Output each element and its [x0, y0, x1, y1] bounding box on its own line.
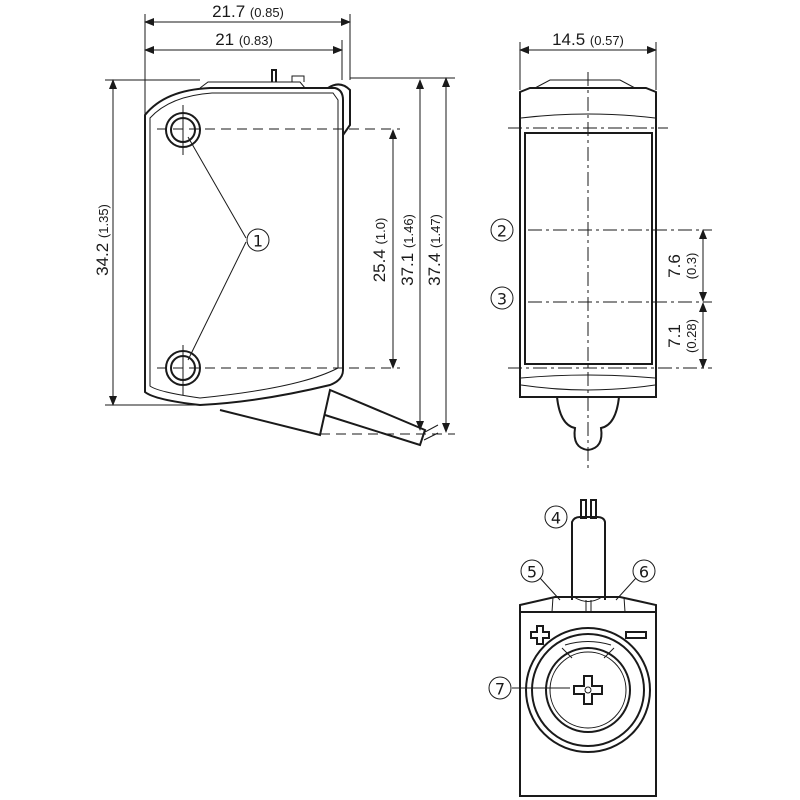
svg-text:21.7 (0.85): 21.7 (0.85) — [212, 2, 284, 21]
adjustment-knob — [525, 627, 651, 753]
svg-text:37.4 (1.47): 37.4 (1.47) — [425, 214, 444, 286]
svg-text:37.1 (1.46): 37.1 (1.46) — [398, 214, 417, 286]
minus-icon — [625, 631, 647, 639]
dim-hole-spacing: 25.4 (1.0) — [370, 129, 397, 369]
dim-width: 21 (0.83) — [144, 30, 343, 54]
callout-5: 5 — [520, 559, 544, 583]
dim-height: 34.2 (1.35) — [93, 79, 117, 406]
callout-3: 3 — [490, 286, 514, 310]
svg-text:4: 4 — [551, 509, 561, 528]
dim-height-cable: 37.1 (1.46) — [398, 79, 424, 431]
svg-text:5: 5 — [527, 563, 537, 582]
svg-text:6: 6 — [639, 563, 649, 582]
svg-text:3: 3 — [497, 290, 507, 309]
front-view: 14.5 (0.57) 2 3 7.6 (0.3) 7.1 (0.28) — [490, 30, 712, 468]
mounting-hole-top — [165, 105, 201, 155]
svg-text:(0.28): (0.28) — [684, 319, 699, 353]
svg-text:7: 7 — [495, 680, 505, 699]
callout-1: 1 — [246, 228, 270, 252]
dim-width-total: 21.7 (0.85) — [144, 2, 351, 26]
callout-6: 6 — [632, 559, 656, 583]
callout-2: 2 — [490, 218, 514, 242]
dim-front-width: 14.5 (0.57) — [519, 30, 657, 54]
svg-text:14.5 (0.57): 14.5 (0.57) — [552, 30, 624, 49]
callout-7: 7 — [488, 676, 512, 700]
svg-text:21 (0.83): 21 (0.83) — [215, 30, 273, 49]
svg-text:7.6: 7.6 — [665, 254, 684, 278]
rear-view: 4 5 6 7 — [488, 499, 657, 797]
svg-text:2: 2 — [497, 222, 507, 241]
plus-icon — [530, 625, 550, 645]
svg-text:1: 1 — [253, 232, 263, 251]
svg-text:34.2 (1.35): 34.2 (1.35) — [93, 204, 112, 276]
svg-text:25.4 (1.0): 25.4 (1.0) — [370, 218, 389, 283]
svg-text:7.1: 7.1 — [665, 324, 684, 348]
side-view: 21.7 (0.85) 21 (0.83) 34.2 (1.35) 25.4 (… — [93, 2, 455, 447]
cross-slot-icon — [573, 675, 603, 705]
dim-axis-bottom: 7.1 (0.28) — [665, 302, 707, 369]
mounting-hole-bottom — [165, 345, 201, 395]
svg-text:(0.3): (0.3) — [684, 253, 699, 280]
dim-axis-spacing: 7.6 (0.3) — [665, 229, 707, 302]
dim-height-total: 37.4 (1.47) — [425, 77, 450, 433]
callout-4: 4 — [544, 505, 568, 529]
